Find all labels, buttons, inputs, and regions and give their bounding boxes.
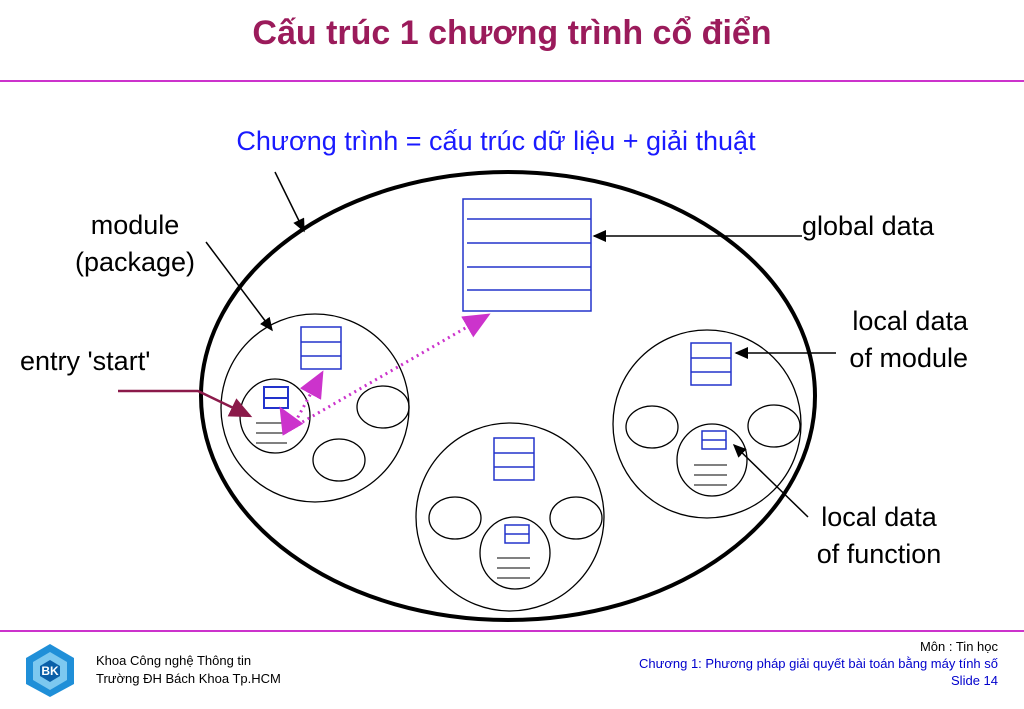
footer-org-line2: Trường ĐH Bách Khoa Tp.HCM: [96, 671, 281, 686]
footer-org-line1: Khoa Công nghệ Thông tin: [96, 653, 252, 668]
global-data-label: global data: [802, 211, 935, 241]
function-middle: [479, 516, 551, 590]
footer-slide-number: Slide 14: [951, 673, 998, 688]
local-function-arrow: [732, 443, 809, 518]
function-right: [676, 423, 748, 497]
footer-subject: Môn : Tin học: [919, 639, 998, 654]
data-access-arrows: [279, 313, 491, 436]
bk-logo-icon: BK: [26, 644, 74, 697]
local-function-label-line1: local data: [821, 502, 937, 532]
footer-organization: Khoa Công nghệ Thông tin Trường ĐH Bách …: [96, 652, 281, 688]
module-pointer-arrow: [205, 241, 273, 332]
top-divider: [0, 80, 1024, 82]
entry-arrow: [118, 389, 253, 418]
global-data-box: [462, 198, 592, 312]
module-label-line1: module: [90, 210, 180, 240]
slide-title: Cấu trúc 1 chương trình cổ điển: [252, 14, 772, 52]
program-ellipse: [199, 170, 817, 622]
module-middle: [415, 422, 605, 612]
module-left: [220, 313, 410, 503]
program-pointer-arrow: [274, 171, 305, 233]
entry-label: entry 'start': [20, 346, 151, 376]
local-module-label-line2: of module: [849, 343, 968, 373]
footer-chapter: Chương 1: Phương pháp giải quyết bài toá…: [639, 656, 998, 671]
module-right: [612, 329, 802, 519]
local-function-label-line2: of function: [816, 539, 942, 569]
local-function-label: local data of function: [800, 499, 958, 573]
module-label: module (package): [60, 207, 210, 281]
module-label-line2: (package): [74, 247, 196, 277]
svg-text:BK: BK: [41, 664, 59, 678]
function-entry-start: [239, 378, 311, 454]
footer-course-info: Môn : Tin học Chương 1: Phương pháp giải…: [639, 638, 998, 689]
local-module-label: local data of module: [808, 303, 968, 377]
slide-subtitle: Chương trình = cấu trúc dữ liệu + giải t…: [236, 126, 756, 156]
local-module-label-line1: local data: [852, 306, 968, 336]
bottom-divider: [0, 630, 1024, 632]
